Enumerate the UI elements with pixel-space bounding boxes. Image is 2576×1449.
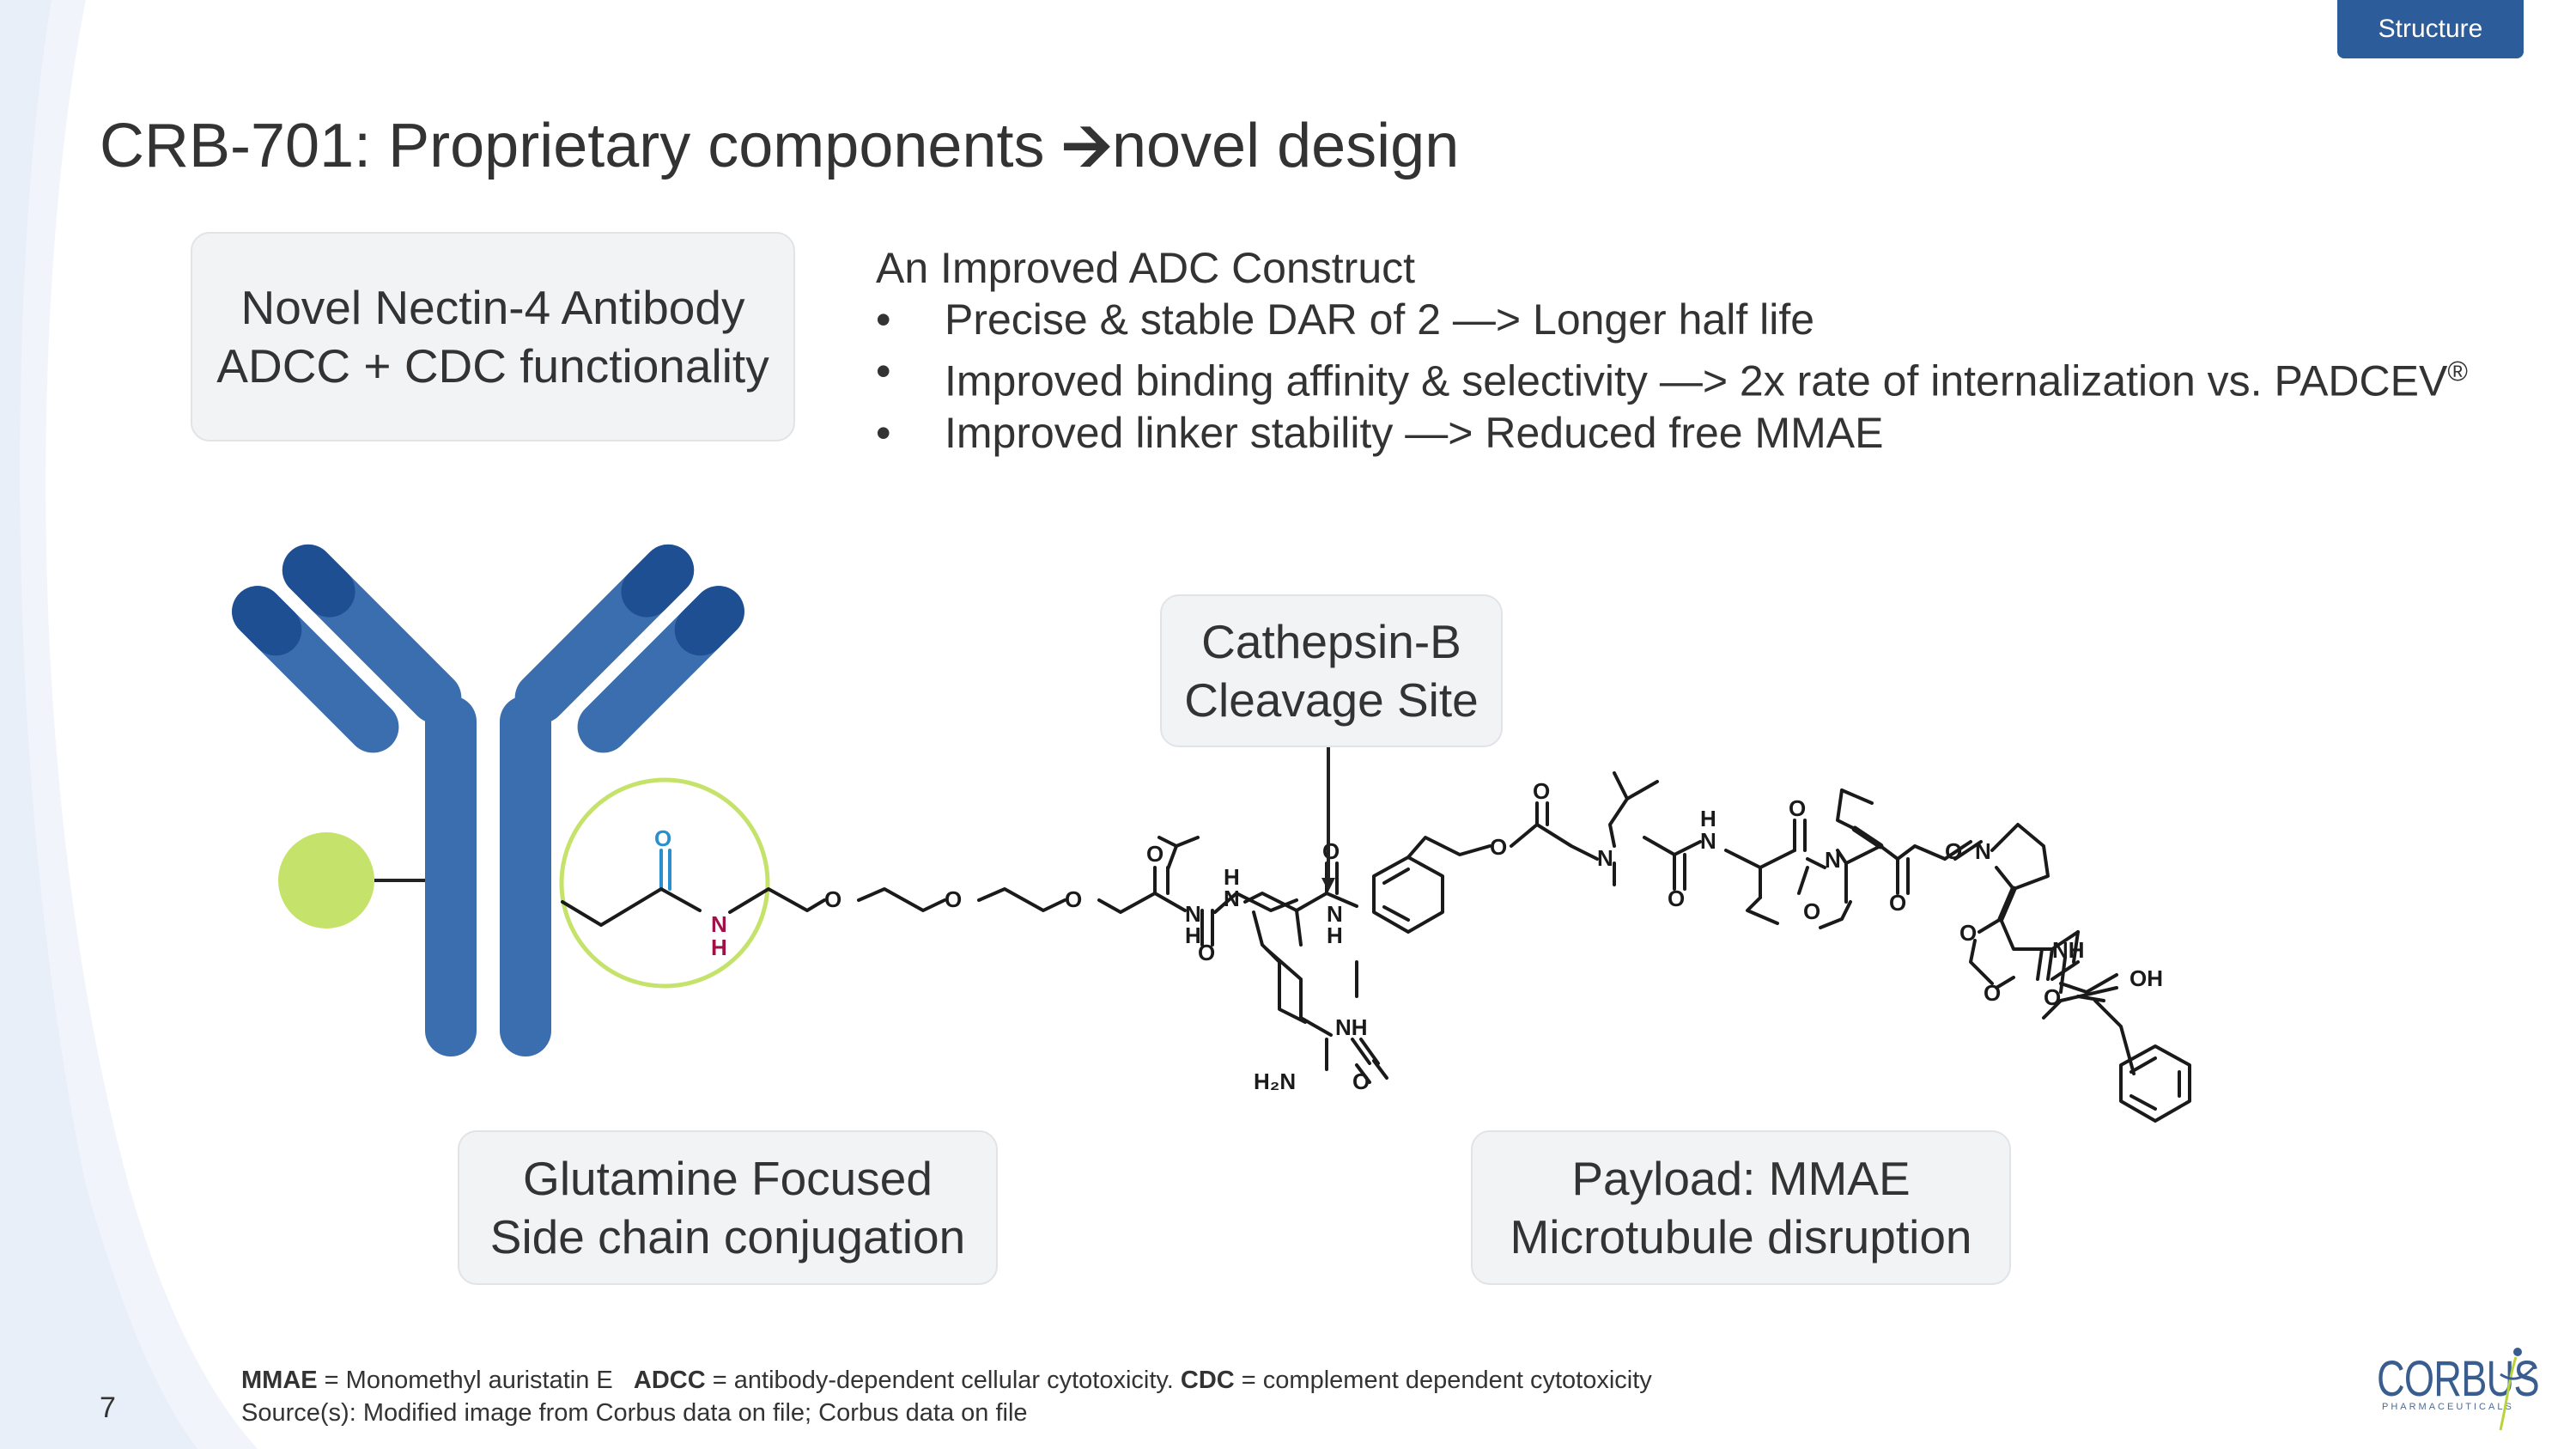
svg-text:N: N bbox=[1185, 901, 1201, 927]
corbus-logo[interactable]: CORBUS PHARMACEUTICALS bbox=[2372, 1340, 2543, 1434]
section-tag[interactable]: Structure bbox=[2337, 0, 2524, 58]
payload-dot bbox=[278, 832, 374, 928]
svg-text:O: O bbox=[1789, 795, 1806, 821]
svg-text:O: O bbox=[1490, 834, 1507, 860]
svg-text:H: H bbox=[711, 935, 727, 960]
construct-bullet: •Precise & stable DAR of 2 —> Longer hal… bbox=[876, 295, 1815, 344]
svg-text:O: O bbox=[1065, 886, 1082, 912]
svg-text:O: O bbox=[1945, 838, 1962, 864]
svg-text:O: O bbox=[1803, 898, 1820, 924]
svg-text:O: O bbox=[1984, 980, 2001, 1006]
chemical-labels: O N H O O O O N H O H N O N H NH H₂N O O… bbox=[654, 778, 2163, 1094]
svg-text:OH: OH bbox=[2129, 965, 2163, 991]
svg-text:H: H bbox=[1185, 922, 1201, 948]
cleavage-box-line2: Cleavage Site bbox=[1184, 673, 1479, 727]
svg-text:O: O bbox=[1146, 841, 1163, 867]
footnote-line1: MMAE = Monomethyl auristatin E ADCC = an… bbox=[241, 1367, 1652, 1394]
svg-text:O: O bbox=[1198, 940, 1215, 965]
svg-text:O: O bbox=[2044, 984, 2061, 1010]
registered-mark: ® bbox=[2447, 356, 2468, 387]
svg-text:O: O bbox=[1322, 838, 1340, 864]
bullet-icon: • bbox=[876, 347, 891, 395]
payload-box: Payload: MMAE Microtubule disruption bbox=[1471, 1130, 2011, 1285]
title-prefix: CRB-701: Proprietary components bbox=[100, 112, 1062, 180]
logo-figure-icon bbox=[2499, 1348, 2537, 1431]
construct-bullet: •Improved linker stability —> Reduced fr… bbox=[876, 408, 1884, 457]
svg-text:N: N bbox=[711, 911, 727, 937]
svg-text:N: N bbox=[1597, 845, 1613, 871]
bullet-icon: • bbox=[876, 408, 891, 457]
arrow-down-icon bbox=[1321, 878, 1335, 892]
conjugation-circle bbox=[559, 777, 770, 989]
construct-list: An Improved ADC Construct •Precise & sta… bbox=[876, 242, 2468, 459]
svg-text:H₂N: H₂N bbox=[1254, 1068, 1296, 1094]
svg-text:H: H bbox=[1327, 922, 1343, 948]
title-suffix: novel design bbox=[1111, 112, 1460, 180]
antibody-icon bbox=[232, 544, 744, 1056]
bullet-icon: • bbox=[876, 295, 891, 344]
svg-text:O: O bbox=[1889, 890, 1906, 916]
footnote-line2: Source(s): Modified image from Corbus da… bbox=[241, 1399, 1028, 1427]
antibody-box: Novel Nectin-4 Antibody ADCC + CDC funct… bbox=[191, 232, 795, 441]
svg-text:N: N bbox=[1975, 838, 1991, 864]
svg-text:O: O bbox=[1533, 778, 1550, 804]
logo-subtitle: PHARMACEUTICALS bbox=[2382, 1402, 2514, 1412]
construct-bullet: •Improved binding affinity & selectivity… bbox=[876, 347, 2468, 405]
svg-text:N: N bbox=[1224, 886, 1240, 911]
cleavage-box-line1: Cathepsin-B bbox=[1201, 615, 1461, 668]
construct-heading: An Improved ADC Construct bbox=[876, 244, 1416, 292]
glutamine-box-line1: Glutamine Focused bbox=[523, 1152, 933, 1205]
cleavage-box: Cathepsin-B Cleavage Site bbox=[1160, 594, 1503, 747]
svg-text:O: O bbox=[945, 886, 962, 912]
footnote: MMAE = Monomethyl auristatin E ADCC = an… bbox=[241, 1364, 1652, 1429]
svg-text:N: N bbox=[1700, 828, 1716, 854]
payload-box-line1: Payload: MMAE bbox=[1571, 1152, 1911, 1205]
svg-text:O: O bbox=[1352, 1068, 1370, 1094]
glutamine-box: Glutamine Focused Side chain conjugation bbox=[458, 1130, 998, 1285]
page-title: CRB-701: Proprietary components 🡪novel d… bbox=[100, 101, 1459, 206]
antibody-box-line2: ADCC + CDC functionality bbox=[216, 339, 769, 393]
payload-box-line2: Microtubule disruption bbox=[1510, 1210, 1972, 1263]
page-number: 7 bbox=[100, 1391, 116, 1424]
svg-text:O: O bbox=[1959, 920, 1977, 946]
arrow-right-icon: 🡪 bbox=[1061, 109, 1112, 181]
chemical-structure bbox=[561, 771, 2191, 1123]
svg-text:H: H bbox=[1224, 864, 1240, 890]
svg-text:N: N bbox=[1825, 847, 1841, 873]
svg-text:O: O bbox=[1668, 886, 1685, 911]
svg-text:O: O bbox=[654, 825, 671, 851]
glutamine-box-line2: Side chain conjugation bbox=[489, 1210, 966, 1263]
svg-text:NH: NH bbox=[1335, 1014, 1368, 1040]
svg-text:O: O bbox=[824, 886, 841, 912]
svg-text:H: H bbox=[1700, 806, 1716, 831]
svg-text:NH: NH bbox=[2052, 937, 2085, 963]
svg-text:N: N bbox=[1327, 901, 1343, 927]
antibody-box-line1: Novel Nectin-4 Antibody bbox=[240, 281, 745, 334]
